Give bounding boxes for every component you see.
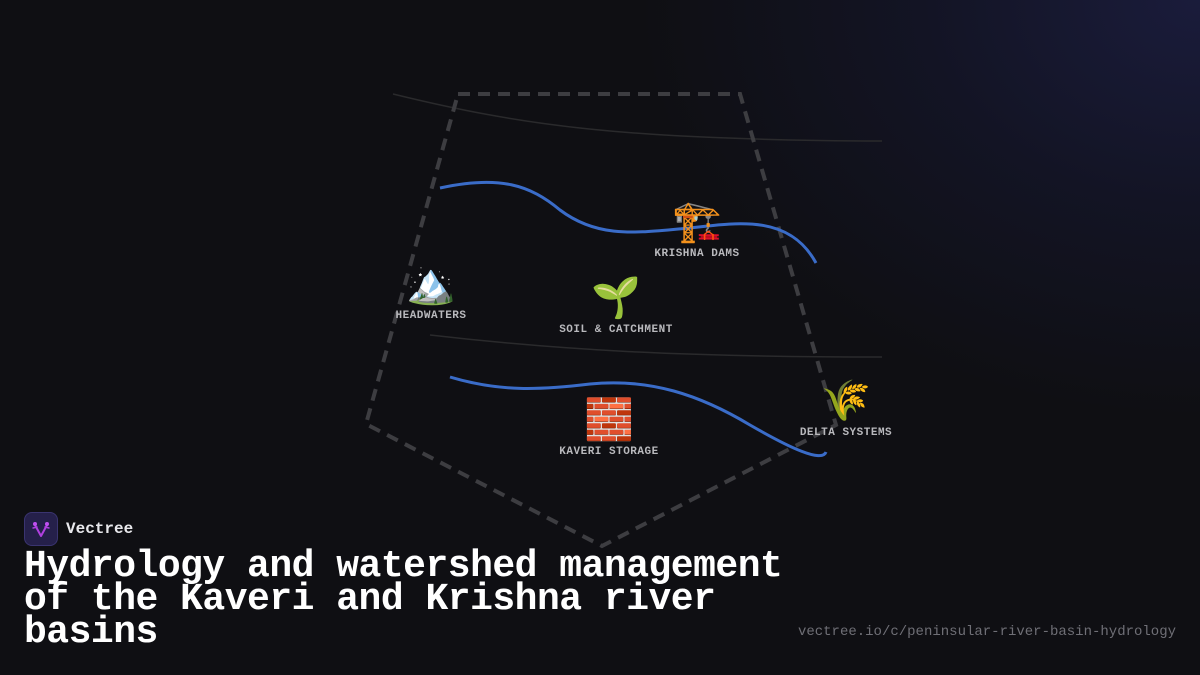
brand: Vectree (24, 512, 133, 546)
node-label: KRISHNA DAMS (654, 248, 740, 260)
krishna-river (439, 180, 818, 264)
node-soil-catchment[interactable]: 🌱 SOIL & CATCHMENT (559, 276, 673, 336)
rice-sheaf-icon: 🌾 (821, 378, 871, 424)
brick-icon: 🧱 (584, 397, 634, 443)
contour-line-lower (429, 334, 883, 358)
node-kaveri-storage[interactable]: 🧱 KAVERI STORAGE (559, 398, 658, 458)
node-headwaters[interactable]: 🏔️ HEADWATERS (395, 262, 466, 322)
vectree-logo-icon (24, 512, 58, 546)
node-label: KAVERI STORAGE (559, 446, 659, 458)
construction-crane-icon: 🏗️ (672, 199, 722, 245)
source-url[interactable]: vectree.io/c/peninsular-river-basin-hydr… (797, 624, 1176, 640)
mountain-icon: 🏔️ (406, 261, 456, 307)
kaveri-river (449, 375, 828, 458)
node-label: DELTA SYSTEMS (799, 427, 893, 439)
node-krishna-dams[interactable]: 🏗️ KRISHNA DAMS (654, 200, 739, 260)
page-title: Hydrology and watershed management of th… (24, 545, 783, 654)
node-delta-systems[interactable]: 🌾 DELTA SYSTEMS (800, 379, 892, 439)
brand-name: Vectree (66, 520, 134, 538)
node-label: SOIL & CATCHMENT (559, 324, 673, 336)
seedling-icon: 🌱 (591, 275, 641, 321)
node-label: HEADWATERS (395, 310, 467, 322)
contour-line-upper (392, 93, 883, 142)
